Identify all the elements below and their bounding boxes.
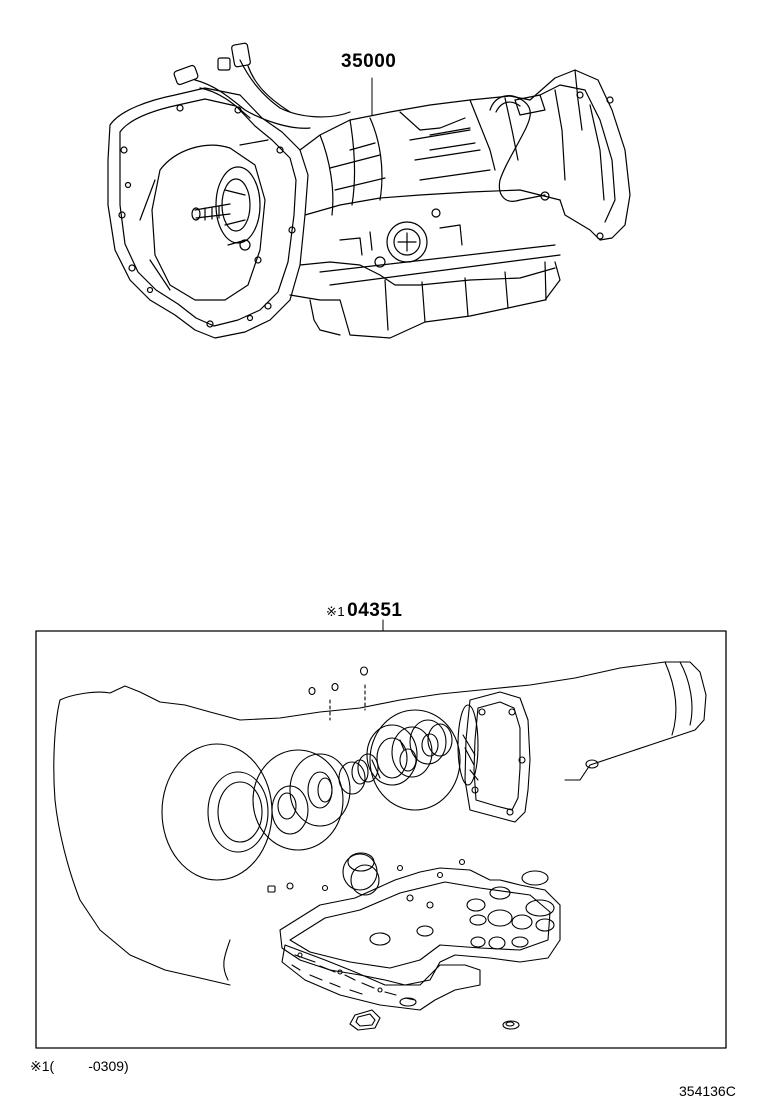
footnote-mark: ※1 (30, 1058, 50, 1074)
gasket-kit-box (35, 619, 727, 1049)
illustration-code: 354136C (679, 1083, 736, 1099)
transmission-assembly-drawing (107, 42, 631, 339)
footnote-range: -0309) (88, 1058, 129, 1074)
kit-note-mark: ※1 (326, 604, 346, 619)
footnote-open: ( (49, 1058, 55, 1074)
kit-part-number: 04351 (347, 600, 403, 621)
gasket-kit-drawing (53, 661, 707, 1031)
footnote: ※1( -0309) (30, 1058, 129, 1075)
part-number-35000[interactable]: 35000 (341, 51, 397, 72)
